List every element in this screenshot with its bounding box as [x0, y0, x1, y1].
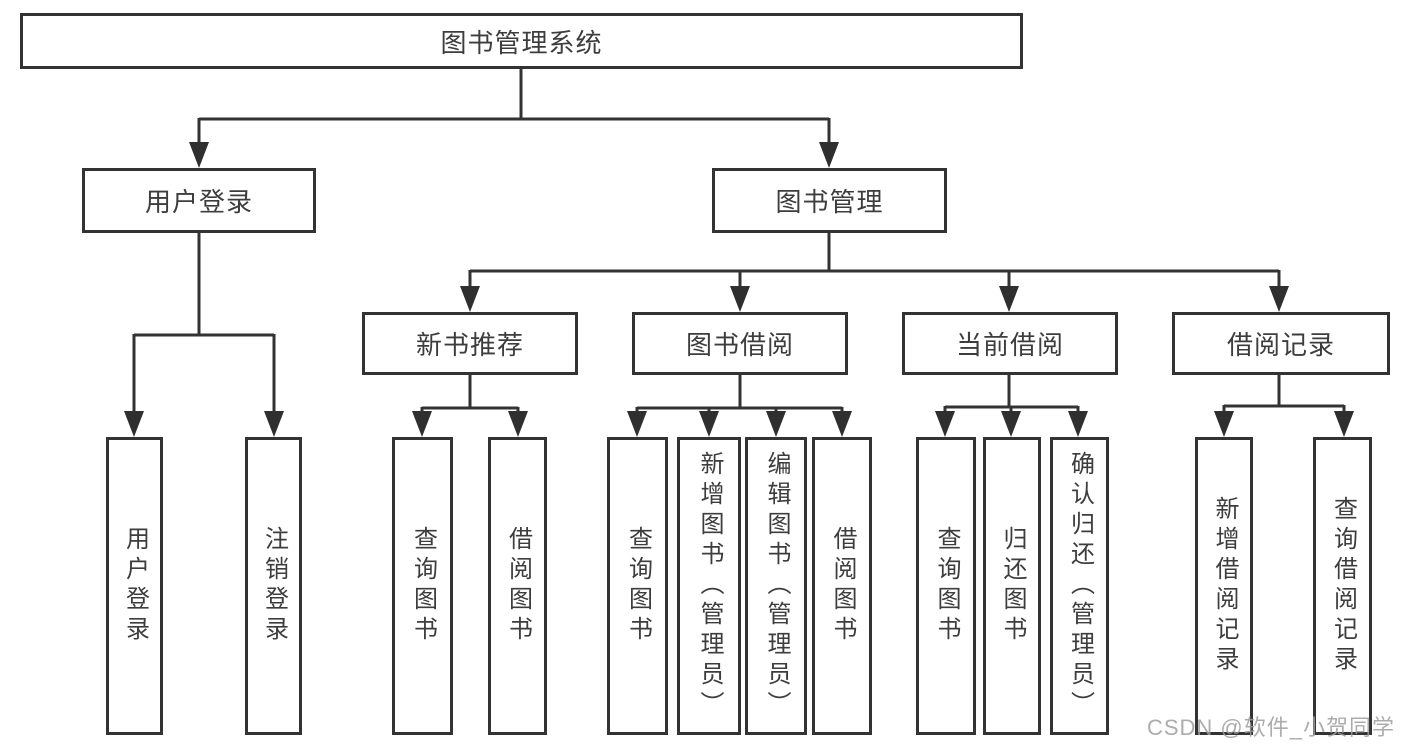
- leaf-confirm-return-admin: 确认归还（管理员）: [1050, 437, 1109, 735]
- node-label: 新书推荐: [415, 330, 524, 360]
- node-label: 图书借阅: [685, 330, 794, 360]
- node-label: 借阅记录: [1226, 330, 1335, 360]
- node-book-management-branch: 图书管理: [712, 168, 947, 233]
- node-current-borrowing: 当前借阅: [902, 312, 1118, 375]
- node-label: 当前借阅: [955, 330, 1064, 360]
- node-label: 查询图书: [624, 526, 652, 646]
- node-label: 查询图书: [933, 526, 960, 646]
- leaf-borrow-books-recommend: 借阅图书: [488, 437, 547, 735]
- node-label: 新增借阅记录: [1211, 496, 1238, 676]
- leaf-query-books-current: 查询图书: [916, 437, 976, 735]
- arrowhead-icons: [124, 142, 1354, 437]
- node-label: 编辑图书（管理员）: [763, 451, 790, 721]
- node-library-management-system: 图书管理系统: [20, 13, 1023, 69]
- node-label: 用户登录: [121, 526, 149, 646]
- leaf-logout: 注销登录: [245, 437, 302, 735]
- node-label: 新增图书（管理员）: [696, 451, 723, 721]
- node-borrowing-records: 借阅记录: [1172, 312, 1390, 375]
- leaf-user-login: 用户登录: [106, 437, 163, 735]
- leaf-edit-books-admin: 编辑图书（管理员）: [745, 437, 807, 735]
- node-label: 借阅图书: [504, 526, 532, 646]
- leaf-borrow-books: 借阅图书: [812, 437, 872, 735]
- node-label: 注销登录: [260, 526, 288, 646]
- node-label: 图书管理系统: [440, 27, 603, 58]
- node-label: 借阅图书: [829, 526, 856, 646]
- node-label: 用户登录: [144, 187, 253, 217]
- leaf-add-borrow-record: 新增借阅记录: [1195, 437, 1253, 735]
- leaf-return-books: 归还图书: [983, 437, 1041, 735]
- leaf-query-books-borrow: 查询图书: [607, 437, 668, 735]
- node-user-login-branch: 用户登录: [82, 168, 316, 233]
- leaf-query-borrow-record: 查询借阅记录: [1313, 437, 1372, 735]
- node-label: 查询图书: [409, 526, 437, 646]
- node-label: 归还图书: [999, 526, 1026, 646]
- leaf-query-books-recommend: 查询图书: [392, 437, 453, 735]
- node-book-borrowing: 图书借阅: [632, 312, 848, 375]
- node-label: 确认归还（管理员）: [1066, 451, 1094, 721]
- node-label: 查询借阅记录: [1329, 496, 1357, 676]
- node-label: 图书管理: [775, 187, 884, 217]
- node-new-book-recommendation: 新书推荐: [362, 312, 578, 375]
- leaf-add-books-admin: 新增图书（管理员）: [677, 437, 741, 735]
